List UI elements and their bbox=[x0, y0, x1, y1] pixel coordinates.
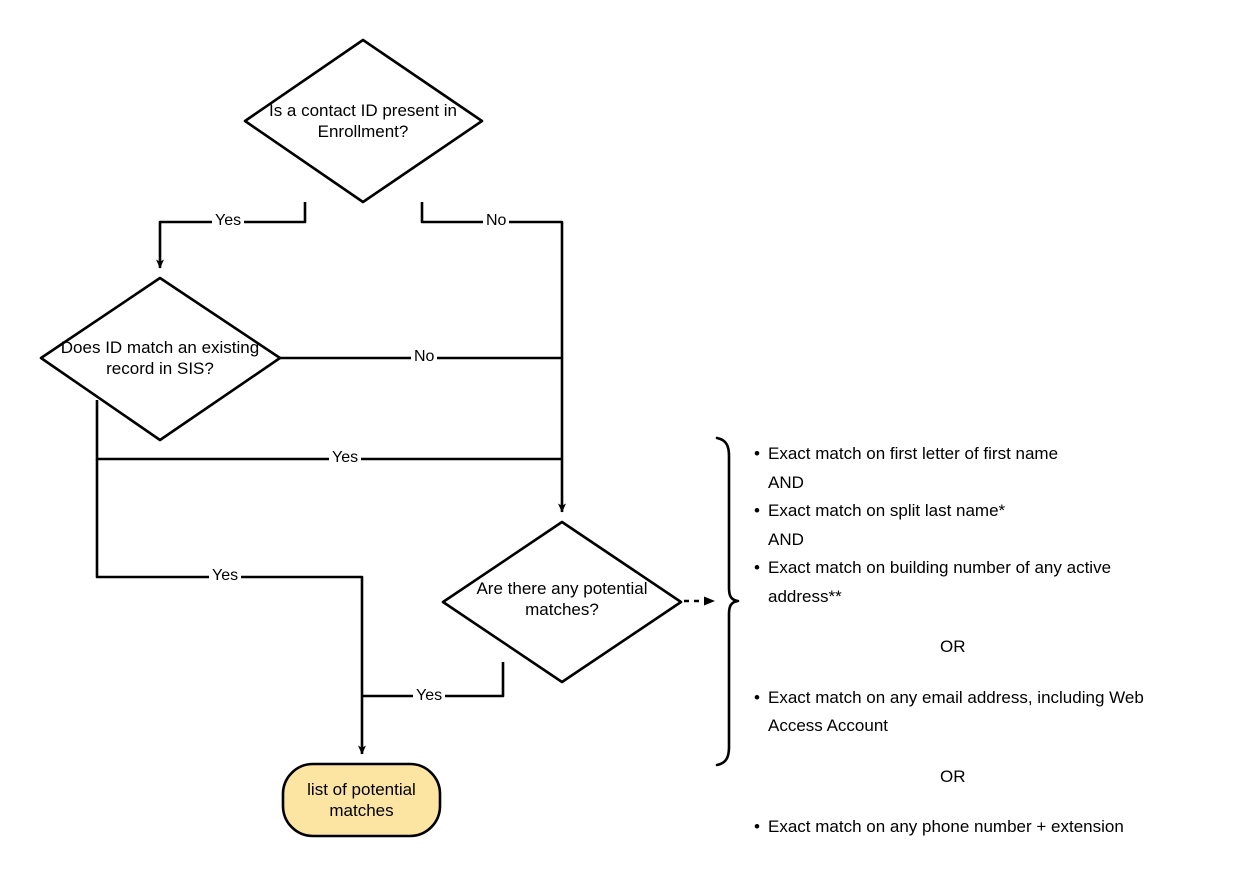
edge-label-d2-yes-down: Yes bbox=[209, 568, 242, 584]
bullet-icon: • bbox=[754, 817, 760, 836]
criteria-item: • Exact match on building number of any … bbox=[752, 554, 1182, 611]
bullet-icon: • bbox=[754, 687, 760, 707]
criteria-item: • Exact match on first letter of first n… bbox=[752, 440, 1182, 469]
criteria-list: • Exact match on first letter of first n… bbox=[752, 440, 1182, 842]
decision-node-contact-id-present bbox=[243, 38, 484, 204]
edge-d3-yes bbox=[362, 662, 505, 698]
criteria-group-name-address: • Exact match on first letter of first n… bbox=[752, 440, 1182, 611]
edge-d2-yes-to-terminal bbox=[95, 459, 366, 755]
edge-label-d3-yes: Yes bbox=[413, 688, 446, 704]
criteria-or-separator: OR bbox=[940, 766, 966, 786]
edge-label-d2-no: No bbox=[411, 349, 438, 365]
criteria-conjunction: AND bbox=[768, 529, 804, 549]
criteria-item-text: Exact match on first letter of first nam… bbox=[768, 444, 1059, 463]
edge-label-d1-yes: Yes bbox=[212, 213, 245, 229]
edge-label-d2-yes-right: Yes bbox=[329, 450, 362, 466]
bullet-icon: • bbox=[754, 501, 760, 520]
terminal-node-list-of-potential-matches bbox=[281, 762, 442, 838]
criteria-group-phone: • Exact match on any phone number + exte… bbox=[752, 813, 1182, 842]
criteria-item-text: Exact match on any phone number + extens… bbox=[768, 817, 1124, 836]
bullet-icon: • bbox=[754, 444, 760, 463]
criteria-item: • Exact match on split last name* bbox=[752, 497, 1182, 526]
bullet-icon: • bbox=[754, 558, 760, 577]
criteria-item-text: Exact match on building number of any ac… bbox=[768, 558, 1112, 606]
criteria-conjunction: AND bbox=[768, 472, 804, 492]
edge-label-d1-no: No bbox=[483, 213, 510, 229]
criteria-item: • Exact match on any phone number + exte… bbox=[752, 813, 1182, 842]
criteria-brace bbox=[715, 436, 740, 767]
criteria-item-text: Exact match on any email address, includ… bbox=[768, 687, 1144, 736]
decision-node-potential-matches bbox=[441, 520, 683, 684]
criteria-item-text: Exact match on split last name* bbox=[768, 501, 1006, 520]
criteria-item: • Exact match on any email address, incl… bbox=[752, 684, 1182, 741]
criteria-group-email: • Exact match on any email address, incl… bbox=[752, 684, 1182, 741]
decision-node-id-match-sis bbox=[39, 276, 282, 442]
criteria-or-separator: OR bbox=[940, 637, 966, 656]
